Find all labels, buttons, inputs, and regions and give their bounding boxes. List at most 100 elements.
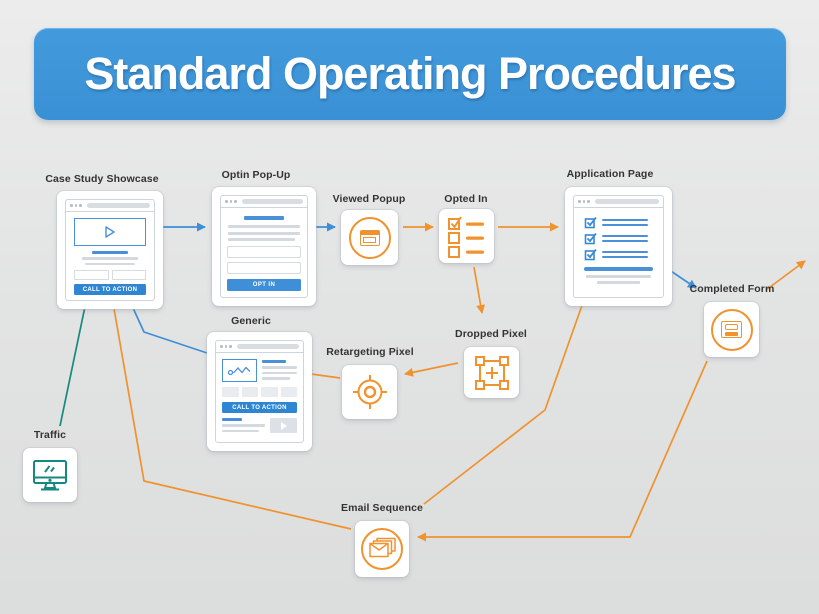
- browser-body: OPT IN: [221, 208, 307, 297]
- label-viewed-popup: Viewed Popup: [332, 193, 406, 205]
- browser-mockup: OPT IN: [220, 195, 308, 298]
- node-viewed-popup: [341, 210, 398, 265]
- completed-form-exit: [765, 260, 806, 291]
- node-dropped-pixel: [464, 347, 519, 398]
- video-thumbnail: [270, 418, 297, 433]
- label-case-study-showcase: Case Study Showcase: [45, 173, 159, 185]
- traffic-to-case-study: [59, 296, 90, 427]
- browser-dot: [234, 200, 237, 203]
- node-traffic: [23, 448, 77, 502]
- node-completed-form: [704, 302, 759, 357]
- address-bar: [86, 203, 150, 208]
- selection-frame-icon: [474, 355, 509, 390]
- browser-dot: [582, 200, 585, 203]
- cta-button: CALL TO ACTION: [74, 284, 146, 295]
- browser-chrome-bar: [574, 196, 663, 208]
- play-icon: [105, 226, 115, 238]
- browser-chrome-bar: [221, 196, 307, 208]
- address-bar: [236, 344, 299, 349]
- skeleton-line: [228, 231, 300, 235]
- completed-to-email: [417, 360, 708, 542]
- skeleton-line: [222, 429, 259, 432]
- skeleton-line: [262, 377, 290, 380]
- hero-row: [222, 359, 297, 382]
- skeleton-line: [228, 238, 295, 241]
- skeleton-line: [262, 366, 297, 369]
- label-traffic: Traffic: [33, 429, 67, 441]
- browser-chrome-bar: [216, 341, 303, 353]
- blue-line: [602, 255, 648, 259]
- label-generic: Generic: [231, 315, 271, 327]
- browser-body: CALL TO ACTION: [216, 353, 303, 442]
- checkbox-checked-icon: [584, 216, 597, 229]
- popup-titlebar: [360, 230, 379, 235]
- label-opted-in: Opted In: [444, 193, 488, 205]
- node-application-page: [565, 187, 672, 306]
- input-field: [111, 270, 146, 280]
- checklist-icon: [447, 216, 484, 258]
- node-optin-popup: OPT IN: [212, 187, 316, 306]
- browser-chrome-bar: [66, 200, 154, 212]
- blue-line: [602, 223, 648, 227]
- form-bar: [725, 331, 738, 336]
- label-dropped-pixel: Dropped Pixel: [455, 328, 527, 340]
- thumbnail: [280, 387, 297, 397]
- page-title: Standard Operating Procedures: [84, 48, 736, 99]
- browser-dot: [225, 200, 228, 203]
- email-to-case-study: [108, 296, 352, 530]
- browser-body: CALL TO ACTION: [66, 212, 154, 300]
- line-chart-icon: [227, 366, 250, 376]
- chart-placeholder: [222, 359, 257, 382]
- skeleton-line: [85, 262, 135, 265]
- thumbnail: [241, 387, 258, 397]
- browser-dot: [224, 345, 227, 348]
- label-optin-popup: Optin Pop-Up: [221, 169, 291, 181]
- checkbox-checked-icon: [584, 232, 597, 245]
- play-icon: [280, 421, 287, 430]
- skeleton-line: [596, 280, 641, 284]
- browser-mockup: CALL TO ACTION: [215, 340, 304, 443]
- browser-dot: [70, 204, 73, 207]
- browser-dot: [229, 200, 232, 203]
- video-placeholder: [74, 218, 146, 246]
- form-glyph: [721, 321, 742, 338]
- browser-body: [574, 208, 663, 297]
- skeleton-line: [586, 274, 651, 278]
- email-stack-icon: [361, 528, 403, 570]
- footer-row: [222, 418, 297, 433]
- browser-mockup: [573, 195, 664, 298]
- skeleton-line: [262, 371, 297, 374]
- divider-line: [584, 267, 653, 271]
- browser-dot: [74, 204, 77, 207]
- input-row: [74, 270, 146, 280]
- skeleton-line: [222, 424, 265, 427]
- thumbnail: [222, 387, 239, 397]
- hero-text: [262, 359, 297, 382]
- opted-in-to-dropped-pixel: [473, 266, 486, 314]
- popup-window-icon: [348, 216, 391, 259]
- thumbnail-row: [222, 387, 297, 397]
- input-field: [227, 245, 301, 258]
- label-completed-form: Completed Form: [689, 283, 775, 295]
- blue-line: [602, 234, 648, 238]
- label-application-page: Application Page: [566, 168, 654, 180]
- form-icon: [710, 308, 753, 351]
- checkbox-checked-icon: [584, 248, 597, 261]
- cta-button: CALL TO ACTION: [222, 402, 297, 413]
- browser-dot: [79, 204, 82, 207]
- row-lines: [602, 218, 653, 227]
- form-field: [725, 324, 738, 330]
- headline-line: [222, 418, 242, 421]
- blue-line: [602, 239, 648, 243]
- skeleton-line: [82, 257, 138, 260]
- node-generic: CALL TO ACTION: [207, 332, 312, 451]
- headline-line: [92, 251, 128, 254]
- headline-line: [244, 216, 284, 220]
- popup-body: [363, 236, 376, 243]
- blue-line: [602, 218, 648, 222]
- checklist-row: [584, 248, 653, 261]
- envelopes-glyph: [368, 537, 396, 558]
- dropped-to-retargeting: [404, 362, 459, 377]
- input-field: [227, 262, 301, 274]
